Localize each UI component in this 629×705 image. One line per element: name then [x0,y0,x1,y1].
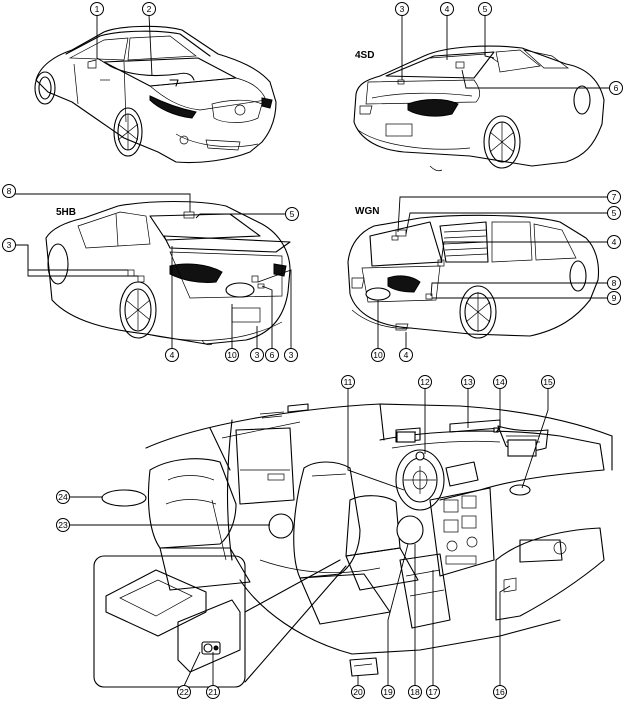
callout-4: 4 [399,348,413,362]
callout-4: 4 [607,235,621,249]
svg-text:5: 5 [612,208,617,218]
svg-text:16: 16 [495,687,505,697]
callout-21: 21 [206,685,220,699]
callout-3: 3 [2,238,16,252]
callout-3: 3 [395,2,409,16]
svg-text:17: 17 [428,687,438,697]
svg-text:23: 23 [58,520,68,530]
svg-text:15: 15 [543,377,553,387]
callout-23: 23 [56,518,70,532]
callout-4: 4 [165,348,179,362]
svg-text:1: 1 [95,4,100,14]
svg-text:13: 13 [463,377,473,387]
callout-8: 8 [607,276,621,290]
svg-text:3: 3 [289,350,294,360]
callout-5: 5 [607,206,621,220]
callout-7: 7 [607,190,621,204]
callout-19: 19 [381,685,395,699]
front-car-view [34,25,277,164]
svg-text:4: 4 [445,4,450,14]
wagon-variant-label: WGN [355,206,379,217]
callout-13: 13 [461,375,475,389]
callout-6: 6 [609,81,623,95]
callout-10: 10 [225,348,239,362]
svg-text:11: 11 [344,377,353,387]
hatchback-rear-view [45,200,291,346]
sedan-variant-label: 4SD [355,50,374,61]
callout-15: 15 [541,375,555,389]
callout-22: 22 [177,685,191,699]
svg-text:4: 4 [612,237,617,247]
svg-text:8: 8 [612,278,617,288]
sedan-rear-view [353,45,605,172]
callout-24: 24 [56,490,70,504]
svg-text:6: 6 [614,83,619,93]
svg-text:10: 10 [373,350,383,360]
svg-text:6: 6 [270,350,275,360]
callout-12: 12 [418,375,432,389]
svg-text:14: 14 [495,377,505,387]
svg-text:21: 21 [208,687,218,697]
svg-text:2: 2 [147,4,152,14]
console-inset [93,555,347,688]
svg-text:5: 5 [483,4,488,14]
callout-3: 3 [250,348,264,362]
callout-1: 1 [90,2,104,16]
callout-3: 3 [284,348,298,362]
wagon-rear-view [347,214,600,339]
svg-text:19: 19 [383,687,393,697]
svg-text:4: 4 [404,350,409,360]
callout-5: 5 [478,2,492,16]
svg-text:3: 3 [255,350,260,360]
svg-text:7: 7 [612,192,617,202]
svg-text:3: 3 [400,4,405,14]
svg-text:20: 20 [353,687,363,697]
svg-text:24: 24 [58,492,68,502]
hatchback-variant-label: 5HB [56,207,76,218]
callout-5: 5 [285,207,299,221]
interior-view [101,403,613,677]
svg-text:4: 4 [170,350,175,360]
svg-text:22: 22 [179,687,189,697]
callout-8: 8 [2,184,16,198]
svg-text:18: 18 [410,687,420,697]
callout-16: 16 [493,685,507,699]
callout-2: 2 [142,2,156,16]
svg-text:9: 9 [612,293,617,303]
callout-11: 11 [341,375,355,389]
svg-text:5: 5 [290,209,295,219]
svg-text:12: 12 [420,377,430,387]
callout-6: 6 [265,348,279,362]
callout-20: 20 [351,685,365,699]
svg-text:3: 3 [7,240,12,250]
callout-10: 10 [371,348,385,362]
svg-text:10: 10 [227,350,237,360]
svg-text:8: 8 [7,186,12,196]
callout-17: 17 [426,685,440,699]
callout-4: 4 [440,2,454,16]
callout-9: 9 [607,291,621,305]
callout-14: 14 [493,375,507,389]
callout-18: 18 [408,685,422,699]
leader-lines [10,14,610,687]
